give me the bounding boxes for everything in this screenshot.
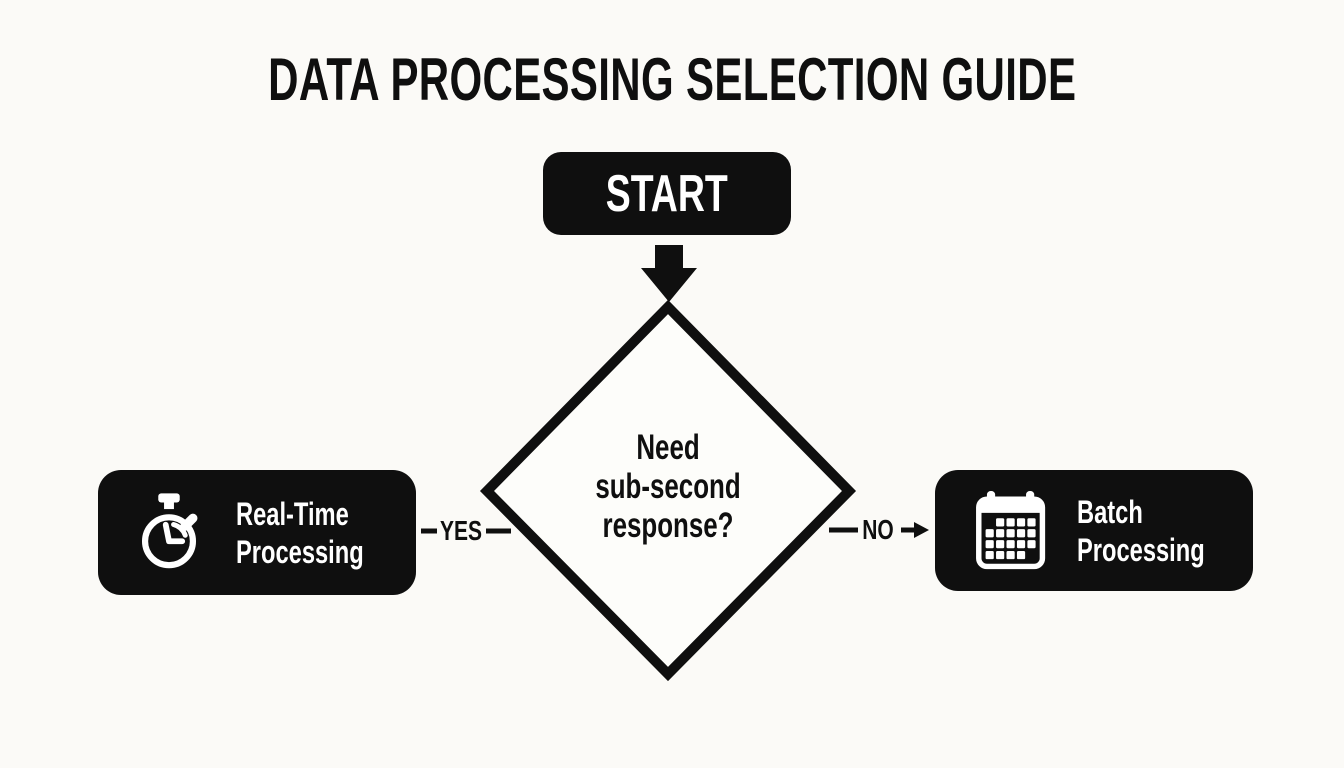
decision-line-1: Need [636,428,700,467]
batch-processing-node: Batch Processing [935,470,1253,591]
batch-label-line-1: Batch [1077,493,1143,530]
realtime-node-label: Real-Time Processing [236,495,364,571]
calendar-icon [976,490,1046,569]
start-node: START [543,152,791,235]
realtime-label-line-2: Processing [236,533,364,570]
realtime-label-line-1: Real-Time [236,495,349,532]
page-title: DATA PROCESSING SELECTION GUIDE [0,50,1344,110]
stopwatch-icon [141,492,198,568]
yes-edge-label: YES [411,515,511,547]
realtime-processing-node: Real-Time Processing [98,470,416,595]
batch-label-line-2: Processing [1077,531,1205,568]
decision-label: Need sub-second response? [587,428,750,545]
no-edge-text: NO [862,514,894,545]
no-edge-label: NO [828,514,928,546]
start-label: START [605,164,729,223]
page-title-text: DATA PROCESSING SELECTION GUIDE [267,46,1077,113]
yes-edge-text: YES [439,515,483,546]
decision-line-3: response? [602,506,734,545]
batch-node-label: Batch Processing [1077,493,1205,569]
decision-line-2: sub-second [595,467,741,506]
decision-diamond [479,299,857,682]
start-to-decision-arrow [641,245,697,302]
no-connector-arrowhead [914,522,929,538]
